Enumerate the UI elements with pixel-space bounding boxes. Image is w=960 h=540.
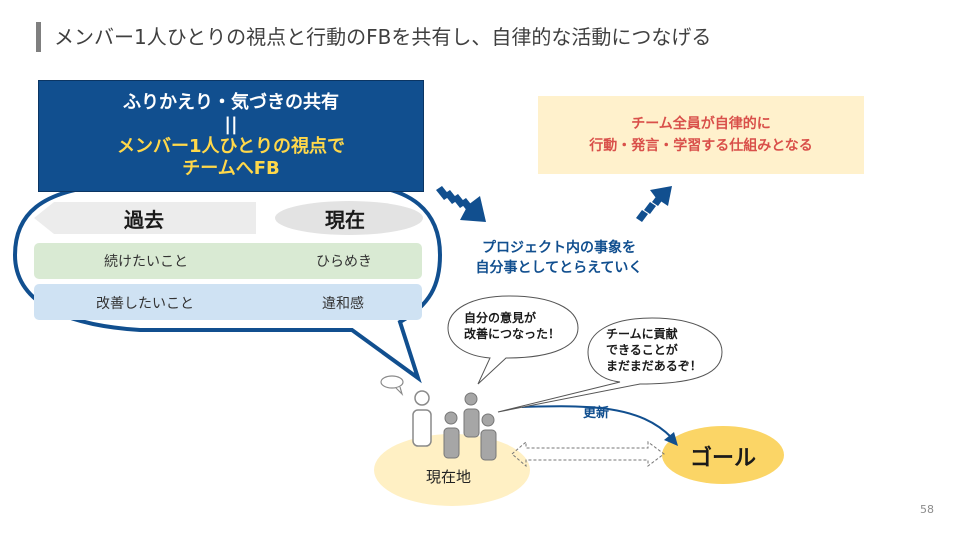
small-speech-bubble-icon	[380, 375, 404, 397]
past-arrow-shape	[34, 202, 256, 234]
row-bg-improve	[34, 284, 422, 320]
sharing-box: ふりかえり・気づきの共有 || メンバー1人ひとりの視点で チームへFB	[38, 80, 424, 192]
row-improve-right: 違和感	[322, 296, 364, 312]
bubble2-text: チームに貢献 できることが まだまだあるぞ！	[606, 326, 702, 374]
project-text: プロジェクト内の事象を 自分事としてとらえていく	[456, 238, 662, 278]
sharing-equals: ||	[224, 114, 238, 135]
person-outline-icon	[412, 390, 432, 447]
thought-bubble-2	[497, 317, 723, 413]
bubble2-line1: チームに貢献	[606, 327, 678, 341]
goal-ellipse	[662, 426, 784, 484]
update-arrow-head	[664, 432, 678, 446]
team-goal-box: チーム全員が自律的に 行動・発言・学習する仕組みとなる	[538, 96, 864, 174]
current-location-label: 現在地	[426, 468, 472, 486]
bubble1-text: 自分の意見が 改善につなった！	[464, 310, 560, 342]
bubble2-line2: できることが	[606, 343, 678, 357]
goal-box-line2: 行動・発言・学習する仕組みとなる	[589, 138, 813, 154]
bubble1-line2: 改善につなった！	[464, 327, 561, 341]
sharing-line3: メンバー1人ひとりの視点で	[117, 136, 345, 157]
striped-arrow-up	[636, 186, 672, 222]
bubble2-line3: まだまだあるぞ！	[606, 359, 702, 373]
striped-arrow-right	[436, 186, 486, 222]
now-label: 現在	[325, 208, 365, 232]
dashed-double-arrow	[511, 440, 665, 468]
goal-label: ゴール	[690, 446, 757, 471]
project-text-line1: プロジェクト内の事象を	[482, 240, 636, 256]
update-label: 更新	[583, 406, 610, 421]
update-arrow	[521, 405, 673, 439]
page-number: 58	[920, 503, 934, 516]
person-gray-icon	[443, 392, 497, 461]
goal-box-line1: チーム全員が自律的に	[631, 116, 771, 132]
project-text-line2: 自分事としてとらえていく	[475, 260, 643, 276]
thought-bubble-1	[447, 295, 579, 385]
bubble1-line1: 自分の意見が	[464, 311, 537, 325]
row-continue-right: ひらめき	[316, 254, 372, 270]
title-accent-bar	[36, 22, 41, 52]
sharing-line4: チームへFB	[182, 158, 280, 179]
row-continue-left: 続けたいこと	[104, 254, 188, 270]
row-improve-left: 改善したいこと	[96, 296, 194, 312]
slide-title: メンバー1人ひとりの視点と行動のFBを共有し、自律的な活動につなげる	[54, 25, 712, 49]
sharing-line1: ふりかえり・気づきの共有	[123, 92, 339, 113]
now-ellipse	[275, 201, 423, 235]
past-label: 過去	[124, 208, 164, 232]
row-bg-continue	[34, 243, 422, 279]
